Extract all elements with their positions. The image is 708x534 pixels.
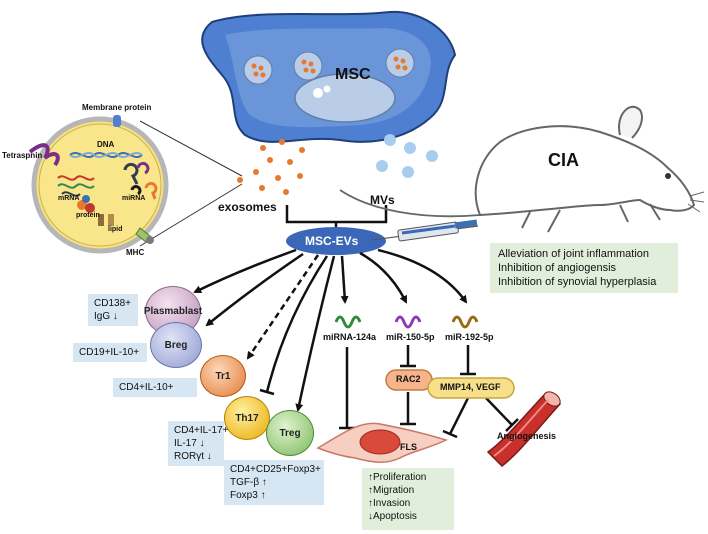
mirna-124a-icon xyxy=(334,315,362,329)
cia-effect-1: Alleviation of joint inflammation xyxy=(498,248,650,260)
ev-content-diagram xyxy=(28,115,243,254)
treg-marker-2: TGF-β ↑ xyxy=(230,477,267,488)
th17-marker-3: RORγt ↓ xyxy=(174,451,212,462)
plasmablast-label: Plasmablast xyxy=(143,305,203,317)
mirna-label: miRNA xyxy=(122,195,146,202)
treg-markers-box: CD4+CD25+Foxp3+ TGF-β ↑ Foxp3 ↑ xyxy=(224,460,324,505)
mouse-illustration xyxy=(339,105,705,233)
fls-cell xyxy=(316,422,449,463)
fls-effect-1: ↑Proliferation xyxy=(368,472,427,483)
cia-effect-2: Inhibition of angiogensis xyxy=(498,262,617,274)
membrane-protein-label: Membrane protein xyxy=(82,103,152,112)
tr1-label: Tr1 xyxy=(215,370,231,382)
mirna-124a-label: miRNA-124a xyxy=(323,332,377,342)
dna-label: DNA xyxy=(97,140,115,149)
breg-cell: Breg xyxy=(150,322,202,368)
tetraspnin-label: Tetraspnin xyxy=(2,151,43,160)
treg-marker-3: Foxp3 ↑ xyxy=(230,490,266,501)
angiogenesis-label: Angiogenesis xyxy=(497,431,557,441)
rac2-label: RAC2 xyxy=(396,374,421,384)
fls-effects-box: ↑Proliferation ↑Migration ↑Invasion ↓Apo… xyxy=(362,468,454,530)
treg-cell: Treg xyxy=(266,410,314,456)
cia-effect-3: Inhibition of synovial hyperplasia xyxy=(498,276,657,288)
plasmablast-marker-2: IgG ↓ xyxy=(94,311,118,322)
cia-effects-box: Alleviation of joint inflammation Inhibi… xyxy=(490,243,678,293)
mirna-arrows xyxy=(340,248,468,304)
fls-effect-3: ↑Invasion xyxy=(368,498,411,509)
plasmablast-marker-1: CD138+ xyxy=(94,298,131,309)
protein-label: protein xyxy=(76,212,100,219)
fls-effect-4: ↓Apoptosis xyxy=(368,511,417,522)
lipid-label: lipid xyxy=(108,226,123,233)
breg-marker-1: CD19+IL-10+ xyxy=(79,347,140,358)
fls-effect-2: ↑Migration xyxy=(368,485,415,496)
treg-label: Treg xyxy=(279,427,301,439)
tr1-cell: Tr1 xyxy=(200,355,246,397)
blood-vessel xyxy=(486,391,562,467)
inhibition-lines xyxy=(339,345,519,439)
mvs-label: MVs xyxy=(370,193,395,207)
mir-192-5p-icon xyxy=(451,315,479,329)
plasmablast-markers-box: CD138+ IgG ↓ xyxy=(88,294,138,326)
th17-cell: Th17 xyxy=(224,396,270,440)
msc-label: MSC xyxy=(335,66,371,83)
treg-marker-1: CD4+CD25+Foxp3+ xyxy=(230,464,321,475)
breg-label: Breg xyxy=(164,339,188,351)
cia-label: CIA xyxy=(548,150,579,170)
cell-arrows xyxy=(193,248,336,412)
mhc-label: MHC xyxy=(126,248,145,257)
mir-150-5p-icon xyxy=(394,315,422,329)
breg-markers-box: CD19+IL-10+ xyxy=(73,343,147,362)
th17-marker-2: IL-17 ↓ xyxy=(174,438,205,449)
exosomes-label: exosomes xyxy=(218,200,277,214)
syringe-icon xyxy=(371,219,479,242)
evs-bracket xyxy=(285,205,388,224)
exosome-dots xyxy=(237,139,305,195)
tr1-marker-1: CD4+IL-10+ xyxy=(119,382,174,393)
mir-192-5p-label: miR-192-5p xyxy=(445,332,494,342)
mmp14-vegf-label: MMP14, VEGF xyxy=(440,382,501,392)
fls-label: FLS xyxy=(400,442,417,452)
tr1-markers-box: CD4+IL-10+ xyxy=(113,378,197,397)
msc-evs-label: MSC-EVs xyxy=(305,234,359,248)
th17-label: Th17 xyxy=(235,412,259,424)
mmp14-vegf-node xyxy=(427,377,515,399)
th17-marker-1: CD4+IL-17+ xyxy=(174,425,229,436)
msc-evs-node xyxy=(286,227,386,255)
msc-cell xyxy=(201,10,457,143)
mv-dots xyxy=(376,134,438,178)
mrna-label: mRNA xyxy=(58,195,80,202)
mir-150-5p-label: miR-150-5p xyxy=(386,332,435,342)
th17-markers-box: CD4+IL-17+ IL-17 ↓ RORγt ↓ xyxy=(168,421,229,466)
